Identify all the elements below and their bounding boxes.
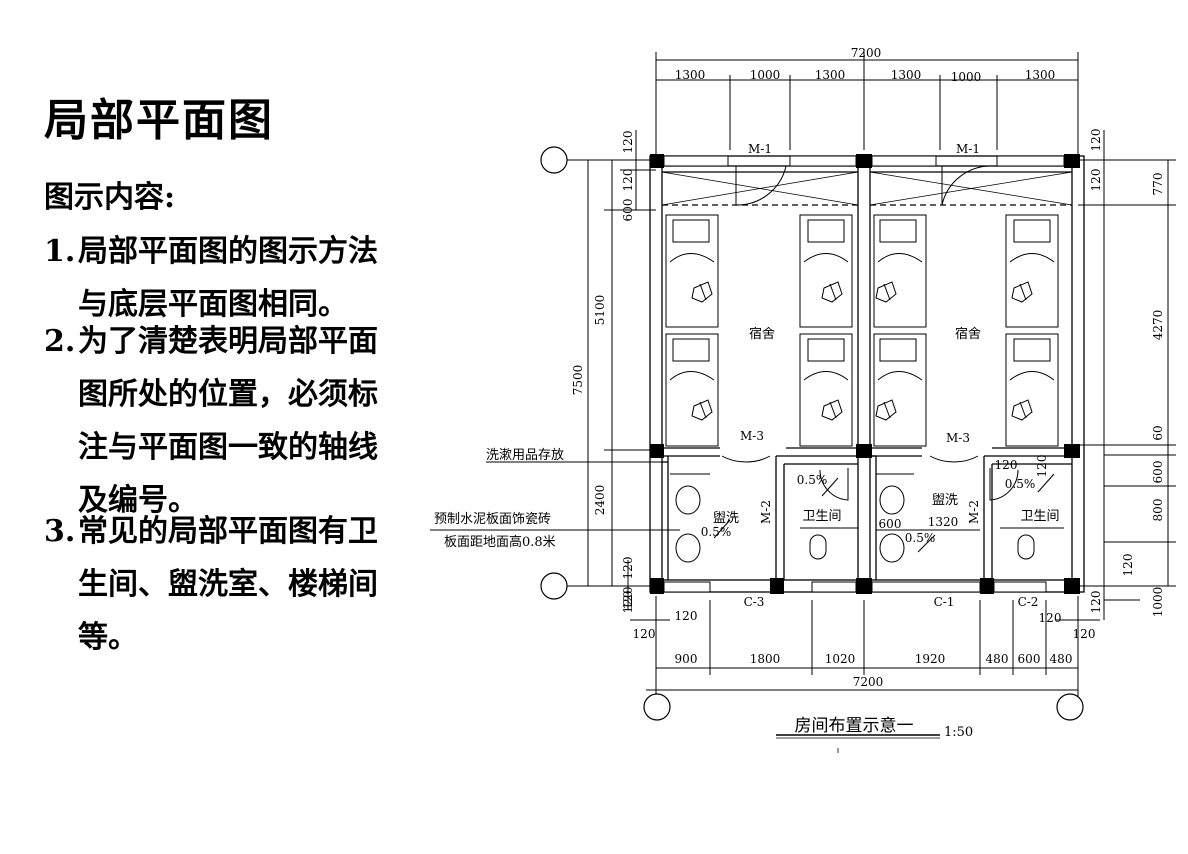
axis-bubble — [1056, 693, 1084, 721]
left-small-dim: 120 — [621, 169, 635, 192]
top-dim: 1300 — [1025, 68, 1056, 82]
bottom-total-dim: 7200 — [853, 675, 884, 689]
inner-dim: 120 — [1035, 455, 1049, 478]
slope-label: 0.5% — [905, 531, 936, 545]
inner-dim: 600 — [879, 517, 902, 531]
leader-label: 板面距地面高0.8米 — [444, 534, 556, 550]
toilet-label: 卫生间 — [1020, 509, 1059, 524]
item-line: 图所处的位置，必须标 — [78, 377, 378, 412]
bottom-dim: 600 — [1018, 652, 1041, 666]
item-number: 2. — [44, 324, 76, 359]
toilet-label: 卫生间 — [802, 509, 841, 524]
washroom-label: 盥洗 — [932, 493, 958, 508]
bottom-dim: 1800 — [750, 652, 781, 666]
item-line: 注与平面图一致的轴线 — [78, 430, 378, 465]
inner-dim: 120 — [995, 458, 1018, 472]
left-small-dim: 120 — [621, 591, 635, 614]
window-label: C-3 — [744, 595, 765, 609]
top-dim: 1000 — [951, 70, 982, 84]
door-label: M-3 — [740, 429, 764, 443]
leader-label: 预制水泥板面饰瓷砖 — [434, 512, 551, 527]
bottom-dim: 480 — [1050, 652, 1073, 666]
top-dim: 1000 — [750, 68, 781, 82]
item-line: 及编号。 — [78, 483, 198, 518]
item-line: 为了清楚表明局部平面 — [78, 324, 378, 359]
item-number: 3. — [44, 514, 76, 549]
right-dim: 1000 — [1151, 587, 1165, 618]
door-label: M-1 — [748, 142, 772, 156]
slide-subtitle: 图示内容: — [44, 180, 176, 215]
slide-title: 局部平面图 — [44, 95, 274, 146]
top-total-dim: 7200 — [851, 46, 882, 60]
right-dim: 770 — [1151, 173, 1165, 196]
bottom-dim: 1020 — [825, 652, 856, 666]
drawing-caption: 房间布置示意一 — [795, 716, 914, 736]
list-item-1: 1.局部平面图的图示方法 与底层平面图相同。 — [44, 225, 424, 331]
slope-label: 0.5% — [701, 525, 732, 539]
right-small-dim: 120 — [1089, 591, 1103, 614]
item-line: 生间、盥洗室、楼梯间 — [78, 567, 378, 602]
door-label: M-1 — [956, 142, 980, 156]
inner-dim: 120 — [1039, 611, 1062, 625]
room-label: 宿舍 — [749, 326, 775, 342]
inner-dim: 120 — [621, 587, 635, 610]
inner-dim: 120 — [633, 627, 656, 641]
right-small-dim: 120 — [1089, 169, 1103, 192]
door-label: M-2 — [967, 500, 981, 524]
right-dim: 120 — [1121, 554, 1135, 577]
drawing-scale: 1:50 — [944, 725, 973, 740]
right-dim: 4270 — [1151, 310, 1165, 341]
item-number: 1. — [44, 234, 76, 269]
top-dim: 1300 — [891, 68, 922, 82]
right-dim: 800 — [1151, 499, 1165, 522]
left-dim: 5100 — [593, 295, 607, 326]
left-dim: 600 — [621, 199, 635, 222]
list-item-2: 2.为了清楚表明局部平面 图所处的位置，必须标 注与平面图一致的轴线 及编号。 — [44, 315, 424, 527]
window-label: C-1 — [934, 595, 955, 609]
window-label: C-2 — [1018, 595, 1039, 609]
right-dim: 60 — [1151, 425, 1165, 440]
room-label: 宿舍 — [955, 326, 981, 342]
item-line: 等。 — [78, 620, 138, 655]
item-line: 局部平面图的图示方法 — [78, 234, 378, 269]
left-small-dim: 120 — [621, 131, 635, 154]
left-small-dim: 120 — [621, 557, 635, 580]
inner-dim: 1320 — [928, 515, 959, 529]
right-dim: 600 — [1151, 461, 1165, 484]
right-small-dim: 120 — [1089, 129, 1103, 152]
slope-label: 0.5% — [1005, 477, 1036, 491]
inner-dim: 120 — [1073, 627, 1096, 641]
leader-label: 洗漱用品存放 — [486, 448, 564, 463]
top-dim: 1300 — [675, 68, 706, 82]
list-item-3: 3.常见的局部平面图有卫 生间、盥洗室、楼梯间 等。 — [44, 505, 424, 664]
item-line: 常见的局部平面图有卫 — [78, 514, 378, 549]
washroom-label: 盥洗 — [713, 511, 739, 526]
top-dim: 1300 — [815, 68, 846, 82]
axis-bubble — [643, 693, 671, 721]
door-label: M-2 — [759, 500, 773, 524]
item-line: 与底层平面图相同。 — [78, 287, 348, 322]
axis-bubble — [540, 146, 568, 174]
left-total-dim: 7500 — [571, 365, 585, 396]
axis-bubble — [540, 572, 568, 600]
inner-dim: 120 — [675, 609, 698, 623]
bottom-dim: 1920 — [915, 652, 946, 666]
bottom-dim: 480 — [986, 652, 1009, 666]
slope-label: 0.5% — [797, 473, 828, 487]
left-dim: 2400 — [593, 485, 607, 516]
door-label: M-3 — [946, 431, 970, 445]
bottom-dim: 900 — [675, 652, 698, 666]
